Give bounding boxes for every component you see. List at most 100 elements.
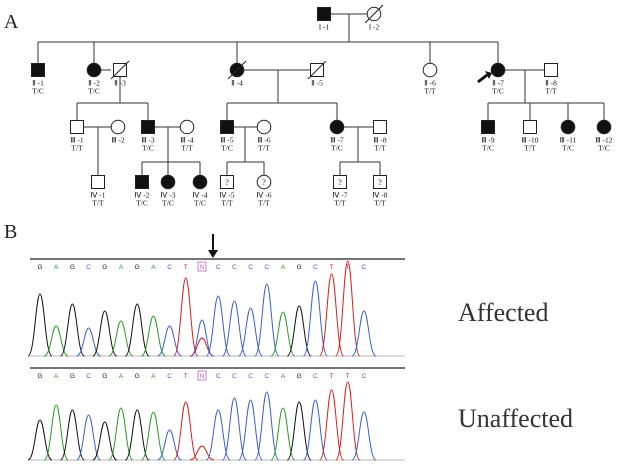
individual-id: Ⅳ -6 [256,191,271,200]
sequencing-chromatograms: GGAAGGCCGGAAGGAACCTTNNCCCCCCCCAAGGCCTTTT… [27,234,573,461]
genotype-label: T/T [92,199,104,208]
genotype-label: T/C [331,144,343,153]
individual-5: Ⅱ -3 [110,60,130,88]
unknown-status-mark: ? [338,178,342,187]
unaffected-female-symbol [110,119,126,135]
individual-id: Ⅲ -10 [521,136,538,145]
trace-peak [173,277,199,357]
individual-2: I -2 [364,4,384,32]
base-call: C [232,264,237,271]
individual-id: Ⅲ -4 [180,136,194,145]
deceased-slash [227,60,247,80]
individual-id: Ⅱ -1 [32,79,44,88]
base-call: N [200,373,205,380]
genotype-label: T/T [424,87,436,96]
base-call: A [54,373,59,380]
trace-peak [302,280,328,357]
individual-30: ?Ⅳ -8T/T [372,175,388,208]
base-call: C [86,264,91,271]
base-call: G [297,373,302,380]
trace-peak [319,273,345,357]
unaffected-male-symbol [70,120,84,134]
individual-12: Ⅲ -2 [110,119,126,145]
trace-peak [157,429,182,461]
genotype-label: T/T [258,199,270,208]
individual-19: Ⅲ -9T/C [481,120,495,153]
individual-id: Ⅲ -8 [373,136,387,145]
genotype-label: T/C [136,199,148,208]
genotype-label: T/C [492,87,504,96]
base-call: G [37,373,42,380]
genotype-label: T/C [32,87,44,96]
individual-27: ?Ⅳ -5T/T [219,175,235,208]
individual-23: Ⅳ -1T/T [90,175,106,208]
proband-arrow [477,71,492,84]
trace-peak [108,320,134,357]
individual-29: ?Ⅳ -7T/T [332,175,348,208]
affected-male-symbol [481,120,495,134]
pedigree-lines [37,13,605,175]
base-call: A [281,373,286,380]
trace-peak [27,419,53,461]
trace-peak [92,310,118,357]
individual-id: Ⅱ -6 [424,79,436,88]
individual-id: Ⅲ -11 [560,136,577,145]
trace-peak [238,399,264,461]
base-call: A [54,264,59,271]
individual-id: Ⅲ -1 [70,136,84,145]
base-call: C [362,264,367,271]
base-call: C [248,264,253,271]
base-call: G [297,264,302,271]
trace-peak [76,414,102,461]
individual-28: ?Ⅳ -6T/T [256,174,272,208]
individual-7: Ⅱ -5 [307,60,327,88]
base-call: C [313,373,318,380]
genotype-label: T/C [194,199,206,208]
genotype-label: T/T [221,199,233,208]
trace-peak [59,303,85,357]
trace-peak [221,397,247,461]
affected-male-symbol [135,175,149,189]
genotype-label: T/C [598,144,610,153]
base-call: C [167,264,172,271]
base-call: G [135,373,140,380]
trace-peak [43,404,69,461]
unaffected-male-symbol [333,175,347,189]
trace-peak [270,407,296,461]
secondary-peak [190,319,214,357]
individual-9: Ⅱ -7T/C [477,62,506,96]
base-call: G [70,264,75,271]
base-call: C [86,373,91,380]
unaffected-male-symbol [220,175,234,189]
trace-peak [335,260,361,357]
individual-id: Ⅳ -1 [90,191,105,200]
individual-id: Ⅲ -6 [257,136,271,145]
mutation-arrow [208,234,218,258]
base-call: T [184,264,188,271]
individual-20: Ⅲ -10T/T [521,120,539,153]
base-call: T [346,264,350,271]
individual-3: Ⅱ -1T/C [31,63,45,96]
trace-peak [319,389,345,461]
trace-peak [189,445,215,461]
individual-8: Ⅱ -6T/T [422,62,438,96]
trace-peak [335,381,361,461]
unaffected-male-symbol [373,120,387,134]
individual-id: Ⅳ -2 [134,191,149,200]
base-call: C [313,264,318,271]
genotype-label: T/T [545,87,557,96]
individual-id: Ⅱ -3 [114,79,126,88]
base-call: T [346,373,350,380]
trace-peak [205,295,231,357]
genotype-label: T/C [221,144,233,153]
base-call: A [281,264,286,271]
affected-male-symbol [220,120,234,134]
trace-peak [76,327,101,357]
deceased-slash [364,4,384,24]
affected-label: Affected [458,298,548,327]
trace-peak [124,303,150,357]
trace-peak [351,411,377,461]
base-call: G [102,373,107,380]
